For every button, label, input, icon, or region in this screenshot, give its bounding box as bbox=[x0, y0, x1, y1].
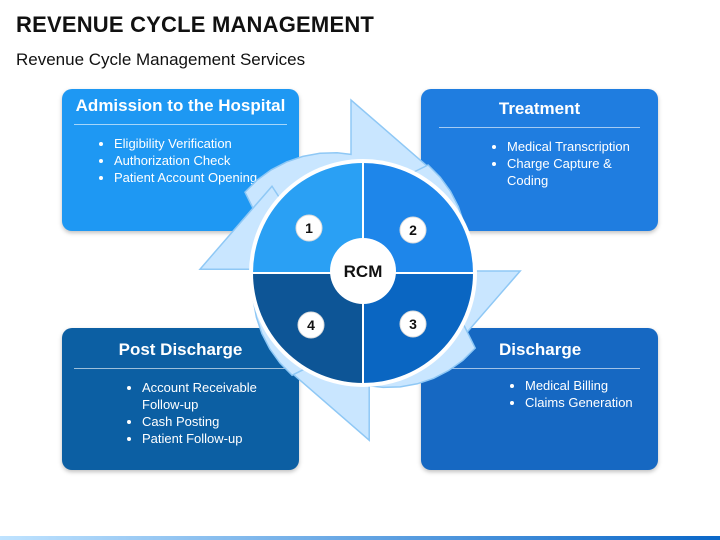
list-item: Charge Capture & Coding bbox=[507, 155, 640, 189]
badge-1 bbox=[295, 214, 323, 242]
page-subtitle: Revenue Cycle Management Services bbox=[16, 50, 306, 69]
list-item: Authorization Check bbox=[114, 152, 287, 169]
badge-4 bbox=[297, 311, 325, 339]
card-post-discharge: Post Discharge Account Receivable Follow… bbox=[62, 328, 299, 470]
bottom-accent-bar bbox=[0, 536, 720, 540]
card-list-admission: Eligibility Verification Authorization C… bbox=[74, 135, 287, 186]
card-title-discharge: Discharge bbox=[439, 340, 640, 369]
badge-number-2: 2 bbox=[409, 222, 417, 238]
badge-number-1: 1 bbox=[305, 220, 313, 236]
card-admission: Admission to the Hospital Eligibility Ve… bbox=[62, 89, 299, 231]
list-item: Patient Account Opening bbox=[114, 169, 287, 186]
page-title: REVENUE CYCLE MANAGEMENT bbox=[16, 12, 375, 37]
center-label: RCM bbox=[344, 262, 383, 281]
badge-number-3: 3 bbox=[409, 316, 417, 332]
center-circle bbox=[330, 238, 396, 304]
badge-2 bbox=[399, 216, 427, 244]
card-treatment: Treatment Medical Transcription Charge C… bbox=[421, 89, 658, 231]
list-item: Eligibility Verification bbox=[114, 135, 287, 152]
badge-3 bbox=[399, 310, 427, 338]
list-item: Claims Generation bbox=[525, 394, 640, 411]
badge-number-4: 4 bbox=[307, 317, 315, 333]
card-title-post-discharge: Post Discharge bbox=[74, 340, 287, 369]
list-item: Patient Follow-up bbox=[142, 430, 287, 447]
card-list-discharge: Medical Billing Claims Generation bbox=[439, 377, 640, 411]
card-list-treatment: Medical Transcription Charge Capture & C… bbox=[439, 138, 640, 189]
card-list-post-discharge: Account Receivable Follow-up Cash Postin… bbox=[74, 379, 287, 447]
list-item: Cash Posting bbox=[142, 413, 287, 430]
card-title-admission: Admission to the Hospital bbox=[74, 96, 287, 125]
list-item: Medical Billing bbox=[525, 377, 640, 394]
list-item: Account Receivable Follow-up bbox=[142, 379, 287, 413]
card-title-treatment: Treatment bbox=[439, 99, 640, 128]
list-item: Medical Transcription bbox=[507, 138, 640, 155]
step-badges: 1 2 3 4 bbox=[295, 214, 427, 339]
